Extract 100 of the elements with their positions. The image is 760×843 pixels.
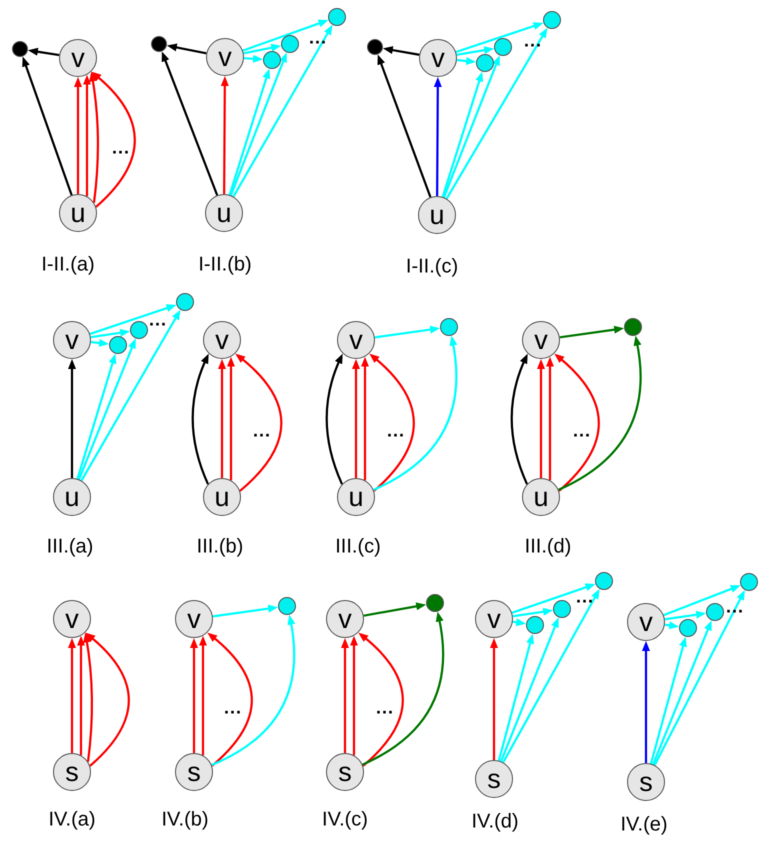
arrow — [211, 614, 296, 766]
arrow — [207, 632, 253, 767]
arrow — [554, 353, 600, 492]
node-dot — [12, 41, 28, 57]
node-dot — [367, 39, 383, 55]
vertex-circle: v — [627, 603, 665, 641]
arrow — [546, 356, 554, 480]
node-dot — [624, 318, 642, 336]
ellipsis: ... — [149, 310, 167, 330]
arrow — [85, 632, 130, 767]
vertex-circle: u — [53, 478, 91, 516]
arrow — [361, 356, 369, 480]
vertex-circle: s — [475, 760, 513, 798]
arrow — [382, 46, 420, 56]
vertex-circle: v — [337, 321, 375, 359]
arrow — [341, 638, 349, 753]
arrow — [230, 52, 287, 196]
arrow — [664, 621, 680, 630]
node-dot — [543, 11, 561, 29]
node-dot — [595, 572, 613, 590]
arrow — [68, 638, 76, 753]
vertex-circle: u — [522, 478, 560, 516]
vertex-circle: v — [175, 600, 213, 638]
node-dot — [328, 8, 346, 26]
vertex-circle: v — [326, 600, 364, 638]
arrow — [83, 632, 94, 762]
ellipsis: ... — [576, 586, 594, 608]
arrow — [663, 585, 741, 616]
arrow — [350, 636, 358, 756]
arrow — [510, 353, 528, 485]
arrow — [242, 20, 329, 52]
vertex-circle: u — [205, 194, 243, 232]
arrow — [500, 617, 559, 762]
node-dot — [426, 594, 444, 612]
arrow — [369, 353, 415, 492]
node-dot — [176, 293, 194, 311]
node-dot — [281, 35, 299, 53]
ellipsis: ... — [573, 420, 591, 442]
vertex-circle: s — [175, 753, 213, 791]
vertex-circle: v — [475, 600, 513, 638]
arrow — [74, 77, 82, 194]
panel-caption: IV.(b) — [161, 808, 209, 832]
arrow — [90, 338, 110, 347]
vertex-circle: s — [627, 763, 665, 801]
arrow — [232, 24, 332, 198]
arrow — [77, 636, 85, 756]
arrow — [642, 641, 650, 763]
vertex-circle: s — [53, 753, 91, 791]
arrow — [228, 68, 270, 196]
panel-caption: IV.(d) — [471, 810, 519, 834]
node-dot — [476, 54, 494, 72]
node-dot — [526, 616, 544, 634]
arrow — [80, 310, 180, 482]
panel-caption: I-II.(b) — [198, 254, 252, 276]
vertex-circle: v — [53, 321, 91, 359]
arrow — [664, 610, 706, 620]
vertex-circle: v — [522, 321, 560, 359]
arrow — [434, 77, 442, 196]
panel-caption: I-II.(c) — [406, 256, 458, 278]
arrow — [78, 338, 136, 480]
panel-caption: III.(b) — [196, 536, 244, 558]
ellipsis: ... — [224, 698, 242, 718]
arrow — [220, 76, 229, 194]
arrow — [558, 336, 642, 491]
vertex-circle: u — [59, 194, 97, 232]
panel-caption: III.(a) — [46, 536, 94, 558]
arrow — [364, 602, 426, 617]
node-dot — [263, 51, 281, 69]
arrow — [199, 636, 207, 756]
arrow — [456, 22, 544, 54]
panel-caption: III.(d) — [524, 536, 572, 558]
arrow — [76, 354, 116, 480]
vertex-circle: u — [203, 478, 241, 516]
vertex-circle: v — [53, 600, 91, 638]
arrow — [377, 54, 432, 198]
vertex-circle: v — [206, 38, 244, 76]
vertex-circle: u — [418, 196, 456, 234]
node-dot — [440, 318, 458, 336]
node-dot — [130, 321, 148, 339]
arrow — [650, 636, 687, 764]
arrow — [537, 359, 545, 478]
node-dot — [494, 38, 512, 56]
arrow — [235, 353, 282, 492]
arrow — [456, 46, 494, 56]
arrow — [490, 638, 498, 760]
arrow — [22, 56, 73, 196]
node-dot — [109, 336, 127, 354]
arrow — [498, 634, 534, 761]
node-dot — [151, 36, 167, 52]
arrow — [502, 588, 600, 763]
node-dot — [679, 619, 697, 637]
vertex-circle: v — [59, 39, 97, 77]
arrow — [83, 74, 91, 196]
arrow — [89, 72, 100, 203]
arrow — [512, 618, 526, 626]
panel-caption: IV.(c) — [322, 808, 368, 832]
node-dot — [278, 597, 296, 615]
vertex-circle: v — [419, 39, 457, 77]
arrow — [654, 590, 745, 766]
arrow — [512, 608, 554, 618]
